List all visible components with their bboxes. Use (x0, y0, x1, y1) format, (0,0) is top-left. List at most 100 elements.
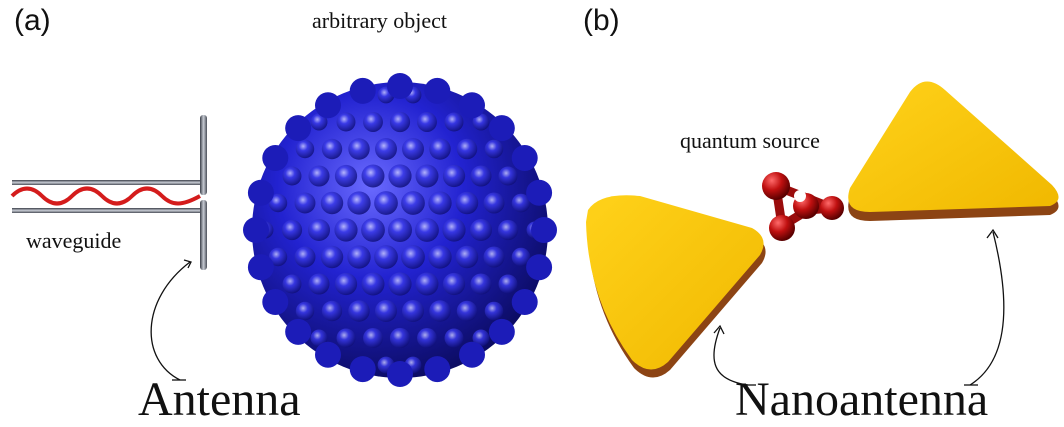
sphere-bump (511, 247, 531, 267)
sphere-rim-bump (262, 289, 289, 315)
sphere-bump (428, 191, 452, 215)
sphere-rim-bump (315, 92, 341, 119)
sphere-bump (389, 111, 411, 133)
sphere-bump (442, 218, 466, 242)
sphere-bump (347, 191, 371, 215)
sphere-bump (363, 328, 383, 348)
sphere-bump (428, 245, 452, 269)
sphere-bump (444, 328, 464, 348)
sphere-bump (456, 300, 478, 322)
antenna-pointer-arrow (150, 261, 191, 381)
sphere-bump (334, 164, 358, 188)
sphere-rim-bump (424, 77, 451, 104)
sphere-rim-bump (424, 356, 451, 383)
sphere-rim-bump (531, 217, 557, 243)
nanoantenna-label: Nanoantenna (735, 373, 989, 426)
panel-b-label: (b) (583, 4, 620, 37)
sphere-bump (295, 139, 315, 159)
sphere-bump (321, 300, 343, 322)
sphere-bump (374, 191, 398, 215)
sphere-bump (347, 245, 371, 269)
sphere-bump (470, 165, 492, 187)
sphere-bump (388, 272, 412, 296)
sphere-rim-bump (488, 318, 515, 345)
sphere-bump (497, 219, 519, 241)
sphere-bump (498, 166, 518, 186)
sphere-bump (455, 191, 479, 215)
wave-signal (10, 186, 201, 206)
sphere-bump (320, 191, 344, 215)
sphere-bump (310, 113, 328, 131)
sphere-bump (415, 164, 439, 188)
sphere-bump (268, 247, 288, 267)
sphere-rim-bump (262, 145, 289, 171)
sphere-rim-bump (511, 289, 538, 315)
sphere-bump (321, 138, 343, 160)
quantum-source-molecule (762, 172, 844, 241)
sphere-bump (389, 327, 411, 349)
sphere-bump (484, 139, 504, 159)
sphere-bump (483, 246, 505, 268)
nanoantenna-right-triangle (848, 81, 1059, 221)
sphere-rim-bump (526, 254, 553, 281)
sphere-bump (498, 274, 518, 294)
sphere-rim-bump (387, 361, 413, 387)
sphere-bump (442, 272, 466, 296)
sphere-bump (320, 245, 344, 269)
sphere-rim-bump (511, 145, 538, 171)
sphere-bump (348, 300, 370, 322)
sphere-bump (511, 193, 531, 213)
sphere-rim-bump (459, 341, 485, 368)
sphere-bump (361, 272, 385, 296)
sphere-bump (415, 218, 439, 242)
nanoantenna-left-triangle (586, 195, 766, 378)
antenna-arrowhead (183, 259, 192, 269)
sphere-bump (361, 218, 385, 242)
sphere-bump (334, 218, 358, 242)
sphere-bump (268, 193, 288, 213)
sphere-bump (417, 328, 437, 348)
sphere-bump (336, 112, 356, 132)
sphere-rim-bump (387, 73, 413, 99)
sphere-bump (375, 300, 397, 322)
sphere-bump (294, 246, 316, 268)
sphere-bump (308, 273, 330, 295)
sphere-bump (484, 301, 504, 321)
nanoantenna-left-pointer (713, 327, 749, 386)
waveguide-top-wall (12, 180, 202, 185)
sphere-bump (470, 273, 492, 295)
sphere-bump (282, 166, 302, 186)
sphere-bump (472, 113, 490, 131)
sphere-bump (455, 245, 479, 269)
sphere-rim-bump (247, 254, 274, 281)
sphere-bump (295, 301, 315, 321)
sphere-bump (375, 138, 397, 160)
panel-a-label: (a) (14, 4, 51, 37)
sphere-bump (469, 218, 493, 242)
sphere-bump (310, 329, 328, 347)
sphere-bump (483, 192, 505, 214)
sphere-rim-bump (315, 341, 341, 368)
sphere-bump (429, 138, 451, 160)
sphere-bump (308, 165, 330, 187)
sphere-bump (472, 329, 490, 347)
sphere-bump (456, 138, 478, 160)
sphere-rim-bump (488, 115, 515, 142)
sphere-bump (388, 218, 412, 242)
sphere-bump (374, 245, 398, 269)
sphere-bump (363, 112, 383, 132)
sphere-bump (307, 218, 331, 242)
waveguide-bottom-wall (12, 208, 202, 213)
sphere-rim-bump (243, 217, 269, 243)
sphere-bump (415, 272, 439, 296)
sphere-rim-bump (349, 356, 376, 383)
sphere-bump (444, 112, 464, 132)
sphere-bump (442, 164, 466, 188)
sphere-bump (348, 138, 370, 160)
waveguide (10, 115, 207, 270)
sphere-bump (334, 272, 358, 296)
sphere-rim-bump (285, 115, 312, 142)
antenna-upper-arm (200, 115, 207, 195)
sphere-bump (388, 164, 412, 188)
